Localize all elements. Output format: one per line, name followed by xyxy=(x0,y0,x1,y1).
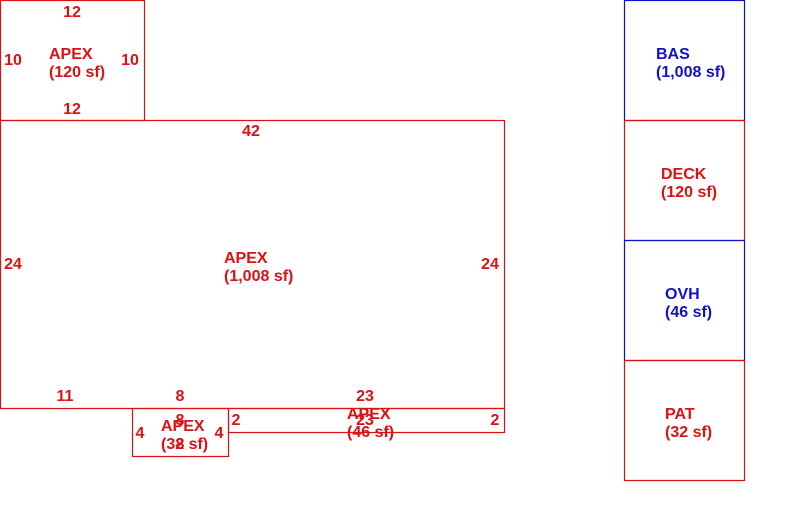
apex-main-name: APEX xyxy=(224,250,268,267)
apex-strip-dim-right: 2 xyxy=(491,412,500,429)
apex-main-dim-bottom-left: 11 xyxy=(57,388,74,405)
apex-top-dim-bottom: 12 xyxy=(63,101,81,118)
apex-main-area: APEX (1,008 sf) 42 24 24 11 8 23 xyxy=(0,119,506,410)
apex-strip-area: 23 APEX (46 sf) 2 2 xyxy=(227,406,506,441)
apex-top-dim-right: 10 xyxy=(121,52,139,69)
legend-area-pat: (32 sf) xyxy=(665,424,712,441)
apex-small-name: APEX xyxy=(161,418,205,435)
legend-area-ovh: (46 sf) xyxy=(665,304,712,321)
apex-strip-name: APEX xyxy=(347,406,391,423)
legend-area-bas: (1,008 sf) xyxy=(656,64,725,81)
legend-item-bas: BAS (1,008 sf) xyxy=(623,0,746,122)
apex-top-dim-top: 12 xyxy=(63,4,81,21)
legend-code-pat: PAT xyxy=(665,406,695,423)
apex-top-area-text: (120 sf) xyxy=(49,64,105,81)
apex-main-dim-right: 24 xyxy=(481,256,499,273)
apex-top-dim-left: 10 xyxy=(4,52,22,69)
apex-small-area-text: (32 sf) xyxy=(161,436,208,453)
legend-item-ovh: OVH (46 sf) xyxy=(623,239,746,362)
apex-small-area: 8 8 APEX (32 sf) 4 4 xyxy=(131,407,230,458)
legend-code-bas: BAS xyxy=(656,46,690,63)
apex-main-dim-bottom-right: 23 xyxy=(356,388,374,405)
apex-small-dim-top: 8 xyxy=(176,412,185,429)
apex-strip-dim-left: 2 xyxy=(232,412,241,429)
legend-code-deck: DECK xyxy=(661,166,707,183)
legend-code-ovh: OVH xyxy=(665,286,700,303)
legend: BAS (1,008 sf) DECK (120 sf) OVH (46 sf)… xyxy=(623,0,746,482)
apex-small-dim-right: 4 xyxy=(215,425,224,442)
apex-main-area-text: (1,008 sf) xyxy=(224,268,293,285)
legend-item-deck: DECK (120 sf) xyxy=(623,119,746,242)
apex-small-dim-left: 4 xyxy=(136,425,145,442)
legend-box-pat xyxy=(623,359,746,482)
legend-area-deck: (120 sf) xyxy=(661,184,717,201)
apex-strip-dim-top: 23 xyxy=(356,412,374,429)
apex-top-area: APEX (120 sf) 12 12 10 10 xyxy=(0,0,146,122)
apex-main-dim-top: 42 xyxy=(242,123,260,140)
apex-strip-outline xyxy=(227,407,506,434)
apex-small-dim-bottom: 8 xyxy=(176,436,185,453)
legend-item-pat: PAT (32 sf) xyxy=(623,359,746,482)
apex-main-dim-bottom-mid: 8 xyxy=(176,388,185,405)
apex-top-name: APEX xyxy=(49,46,93,63)
apex-main-dim-left: 24 xyxy=(4,256,22,273)
apex-strip-area-text: (46 sf) xyxy=(347,424,394,441)
